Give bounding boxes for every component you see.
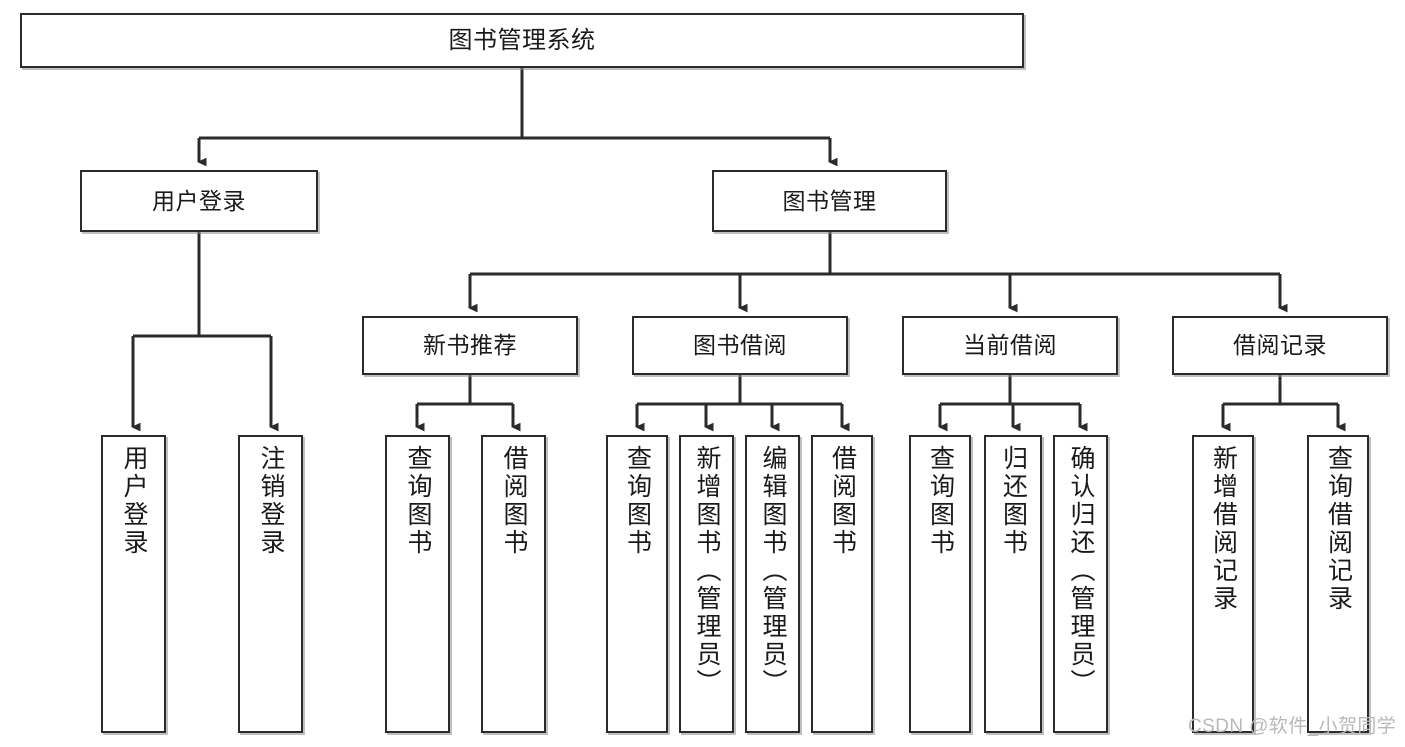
node-label: 查询图书 [926,445,955,557]
node-root-system[interactable]: 图书管理系统 [20,13,1024,68]
node-leaf-query-book-2[interactable]: 查询图书 [606,435,668,733]
node-book-management[interactable]: 图书管理 [712,170,947,232]
node-label: 用户登录 [120,445,148,557]
node-label: 图书借阅 [693,332,787,359]
node-book-borrow[interactable]: 图书借阅 [632,316,848,375]
node-label: 查询借阅记录 [1324,445,1353,613]
node-new-book-recommend[interactable]: 新书推荐 [362,316,578,375]
node-leaf-query-record[interactable]: 查询借阅记录 [1307,435,1369,733]
node-label: 新增图书（管理员） [693,445,721,697]
node-leaf-edit-book[interactable]: 编辑图书（管理员） [745,435,800,733]
node-label: 新增借阅记录 [1209,445,1238,613]
node-leaf-add-record[interactable]: 新增借阅记录 [1192,435,1254,733]
node-leaf-user-login[interactable]: 用户登录 [101,435,166,733]
node-label: 新书推荐 [423,332,517,359]
node-label: 归还图书 [999,445,1028,557]
node-leaf-query-book-1[interactable]: 查询图书 [385,435,450,733]
node-label: 借阅图书 [828,445,857,557]
node-label: 确认归还（管理员） [1067,445,1095,697]
node-leaf-borrow-book-2[interactable]: 借阅图书 [811,435,873,733]
node-label: 用户登录 [152,187,246,214]
node-label: 当前借阅 [963,332,1057,359]
node-user-login[interactable]: 用户登录 [80,170,318,232]
node-leaf-borrow-book-1[interactable]: 借阅图书 [481,435,546,733]
node-label: 借阅图书 [500,445,528,557]
node-label: 查询图书 [623,445,652,557]
node-leaf-query-book-3[interactable]: 查询图书 [909,435,971,733]
node-label: 借阅记录 [1233,332,1327,359]
node-label: 查询图书 [404,445,432,557]
node-current-borrow[interactable]: 当前借阅 [902,316,1118,375]
node-leaf-return-book[interactable]: 归还图书 [984,435,1042,733]
node-label: 注销登录 [257,445,285,557]
node-leaf-logout[interactable]: 注销登录 [238,435,303,733]
node-leaf-add-book[interactable]: 新增图书（管理员） [679,435,734,733]
node-borrow-record[interactable]: 借阅记录 [1172,316,1388,375]
node-label: 编辑图书（管理员） [759,445,787,697]
node-leaf-confirm-return[interactable]: 确认归还（管理员） [1053,435,1108,733]
node-label: 图书管理 [782,187,877,214]
node-label: 图书管理系统 [448,26,596,54]
